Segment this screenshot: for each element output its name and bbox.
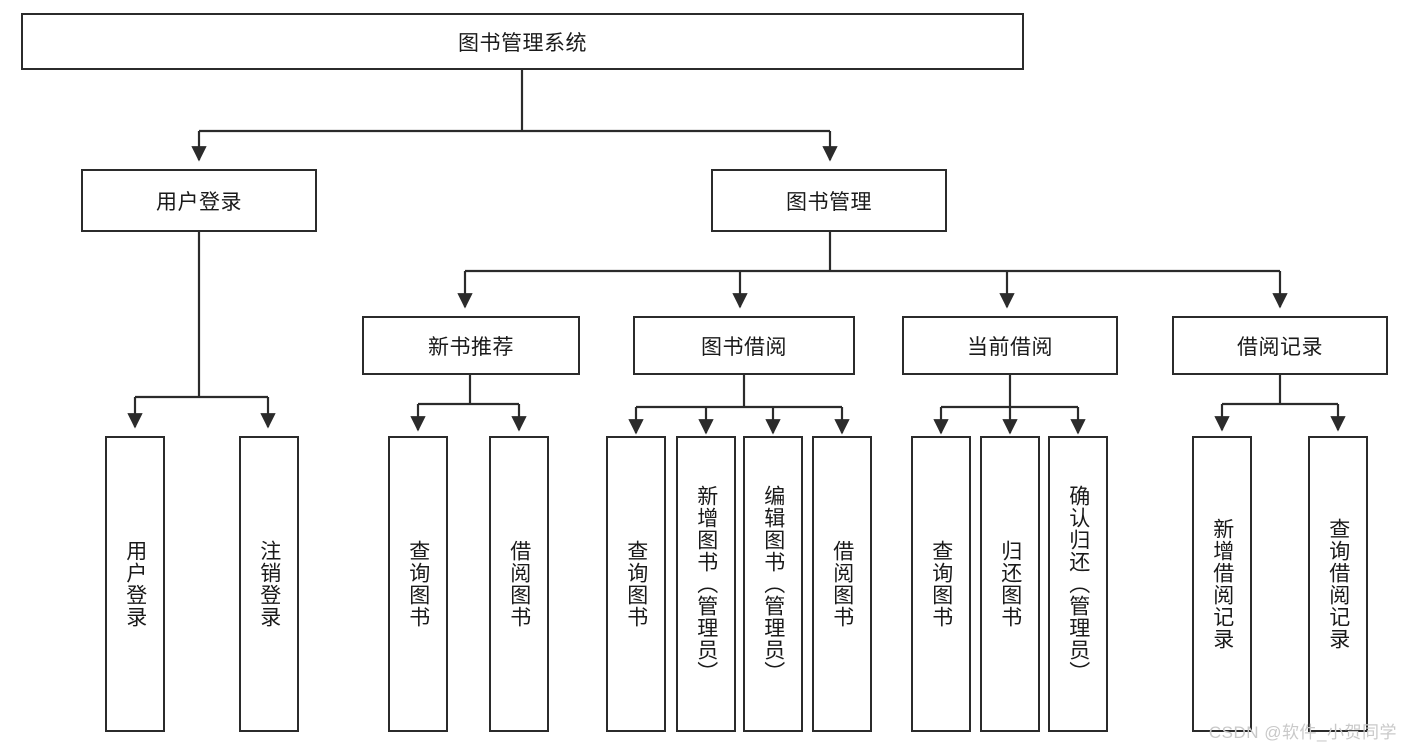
leaf-label: 新增图书（管理员） bbox=[694, 485, 718, 683]
leaf-user-login-logout[interactable]: 注销登录 bbox=[239, 436, 299, 732]
leaf-record-add-record[interactable]: 新增借阅记录 bbox=[1192, 436, 1252, 732]
csdn-watermark: CSDN @软件_小贺同学 bbox=[1208, 723, 1397, 742]
node-user-login[interactable]: 用户登录 bbox=[81, 169, 317, 232]
leaf-newbook-borrow-book[interactable]: 借阅图书 bbox=[489, 436, 549, 732]
node-root-system[interactable]: 图书管理系统 bbox=[21, 13, 1024, 70]
node-book-borrow[interactable]: 图书借阅 bbox=[633, 316, 855, 375]
leaf-current-return-book[interactable]: 归还图书 bbox=[980, 436, 1040, 732]
leaf-borrow-edit-book-admin[interactable]: 编辑图书（管理员） bbox=[743, 436, 803, 732]
leaf-borrow-query-book[interactable]: 查询图书 bbox=[606, 436, 666, 732]
leaf-current-query-book[interactable]: 查询图书 bbox=[911, 436, 971, 732]
leaf-user-login-login[interactable]: 用户登录 bbox=[105, 436, 165, 732]
leaf-label: 用户登录 bbox=[123, 540, 147, 628]
leaf-label: 借阅图书 bbox=[507, 540, 531, 628]
node-borrow-record[interactable]: 借阅记录 bbox=[1172, 316, 1388, 375]
leaf-record-query-record[interactable]: 查询借阅记录 bbox=[1308, 436, 1368, 732]
leaf-current-confirm-return-admin[interactable]: 确认归还（管理员） bbox=[1048, 436, 1108, 732]
leaf-borrow-borrow-book[interactable]: 借阅图书 bbox=[812, 436, 872, 732]
leaf-borrow-add-book-admin[interactable]: 新增图书（管理员） bbox=[676, 436, 736, 732]
leaf-label: 查询图书 bbox=[929, 540, 953, 628]
leaf-label: 新增借阅记录 bbox=[1210, 518, 1234, 650]
leaf-label: 确认归还（管理员） bbox=[1066, 485, 1090, 683]
node-book-management[interactable]: 图书管理 bbox=[711, 169, 947, 232]
leaf-label: 查询图书 bbox=[406, 540, 430, 628]
leaf-label: 查询图书 bbox=[624, 540, 648, 628]
node-new-book-recommend[interactable]: 新书推荐 bbox=[362, 316, 580, 375]
leaf-label: 编辑图书（管理员） bbox=[761, 485, 785, 683]
leaf-label: 归还图书 bbox=[998, 540, 1022, 628]
leaf-label: 注销登录 bbox=[257, 540, 281, 628]
leaf-newbook-query-book[interactable]: 查询图书 bbox=[388, 436, 448, 732]
leaf-label: 借阅图书 bbox=[830, 540, 854, 628]
leaf-label: 查询借阅记录 bbox=[1326, 518, 1350, 650]
node-current-borrow[interactable]: 当前借阅 bbox=[902, 316, 1118, 375]
